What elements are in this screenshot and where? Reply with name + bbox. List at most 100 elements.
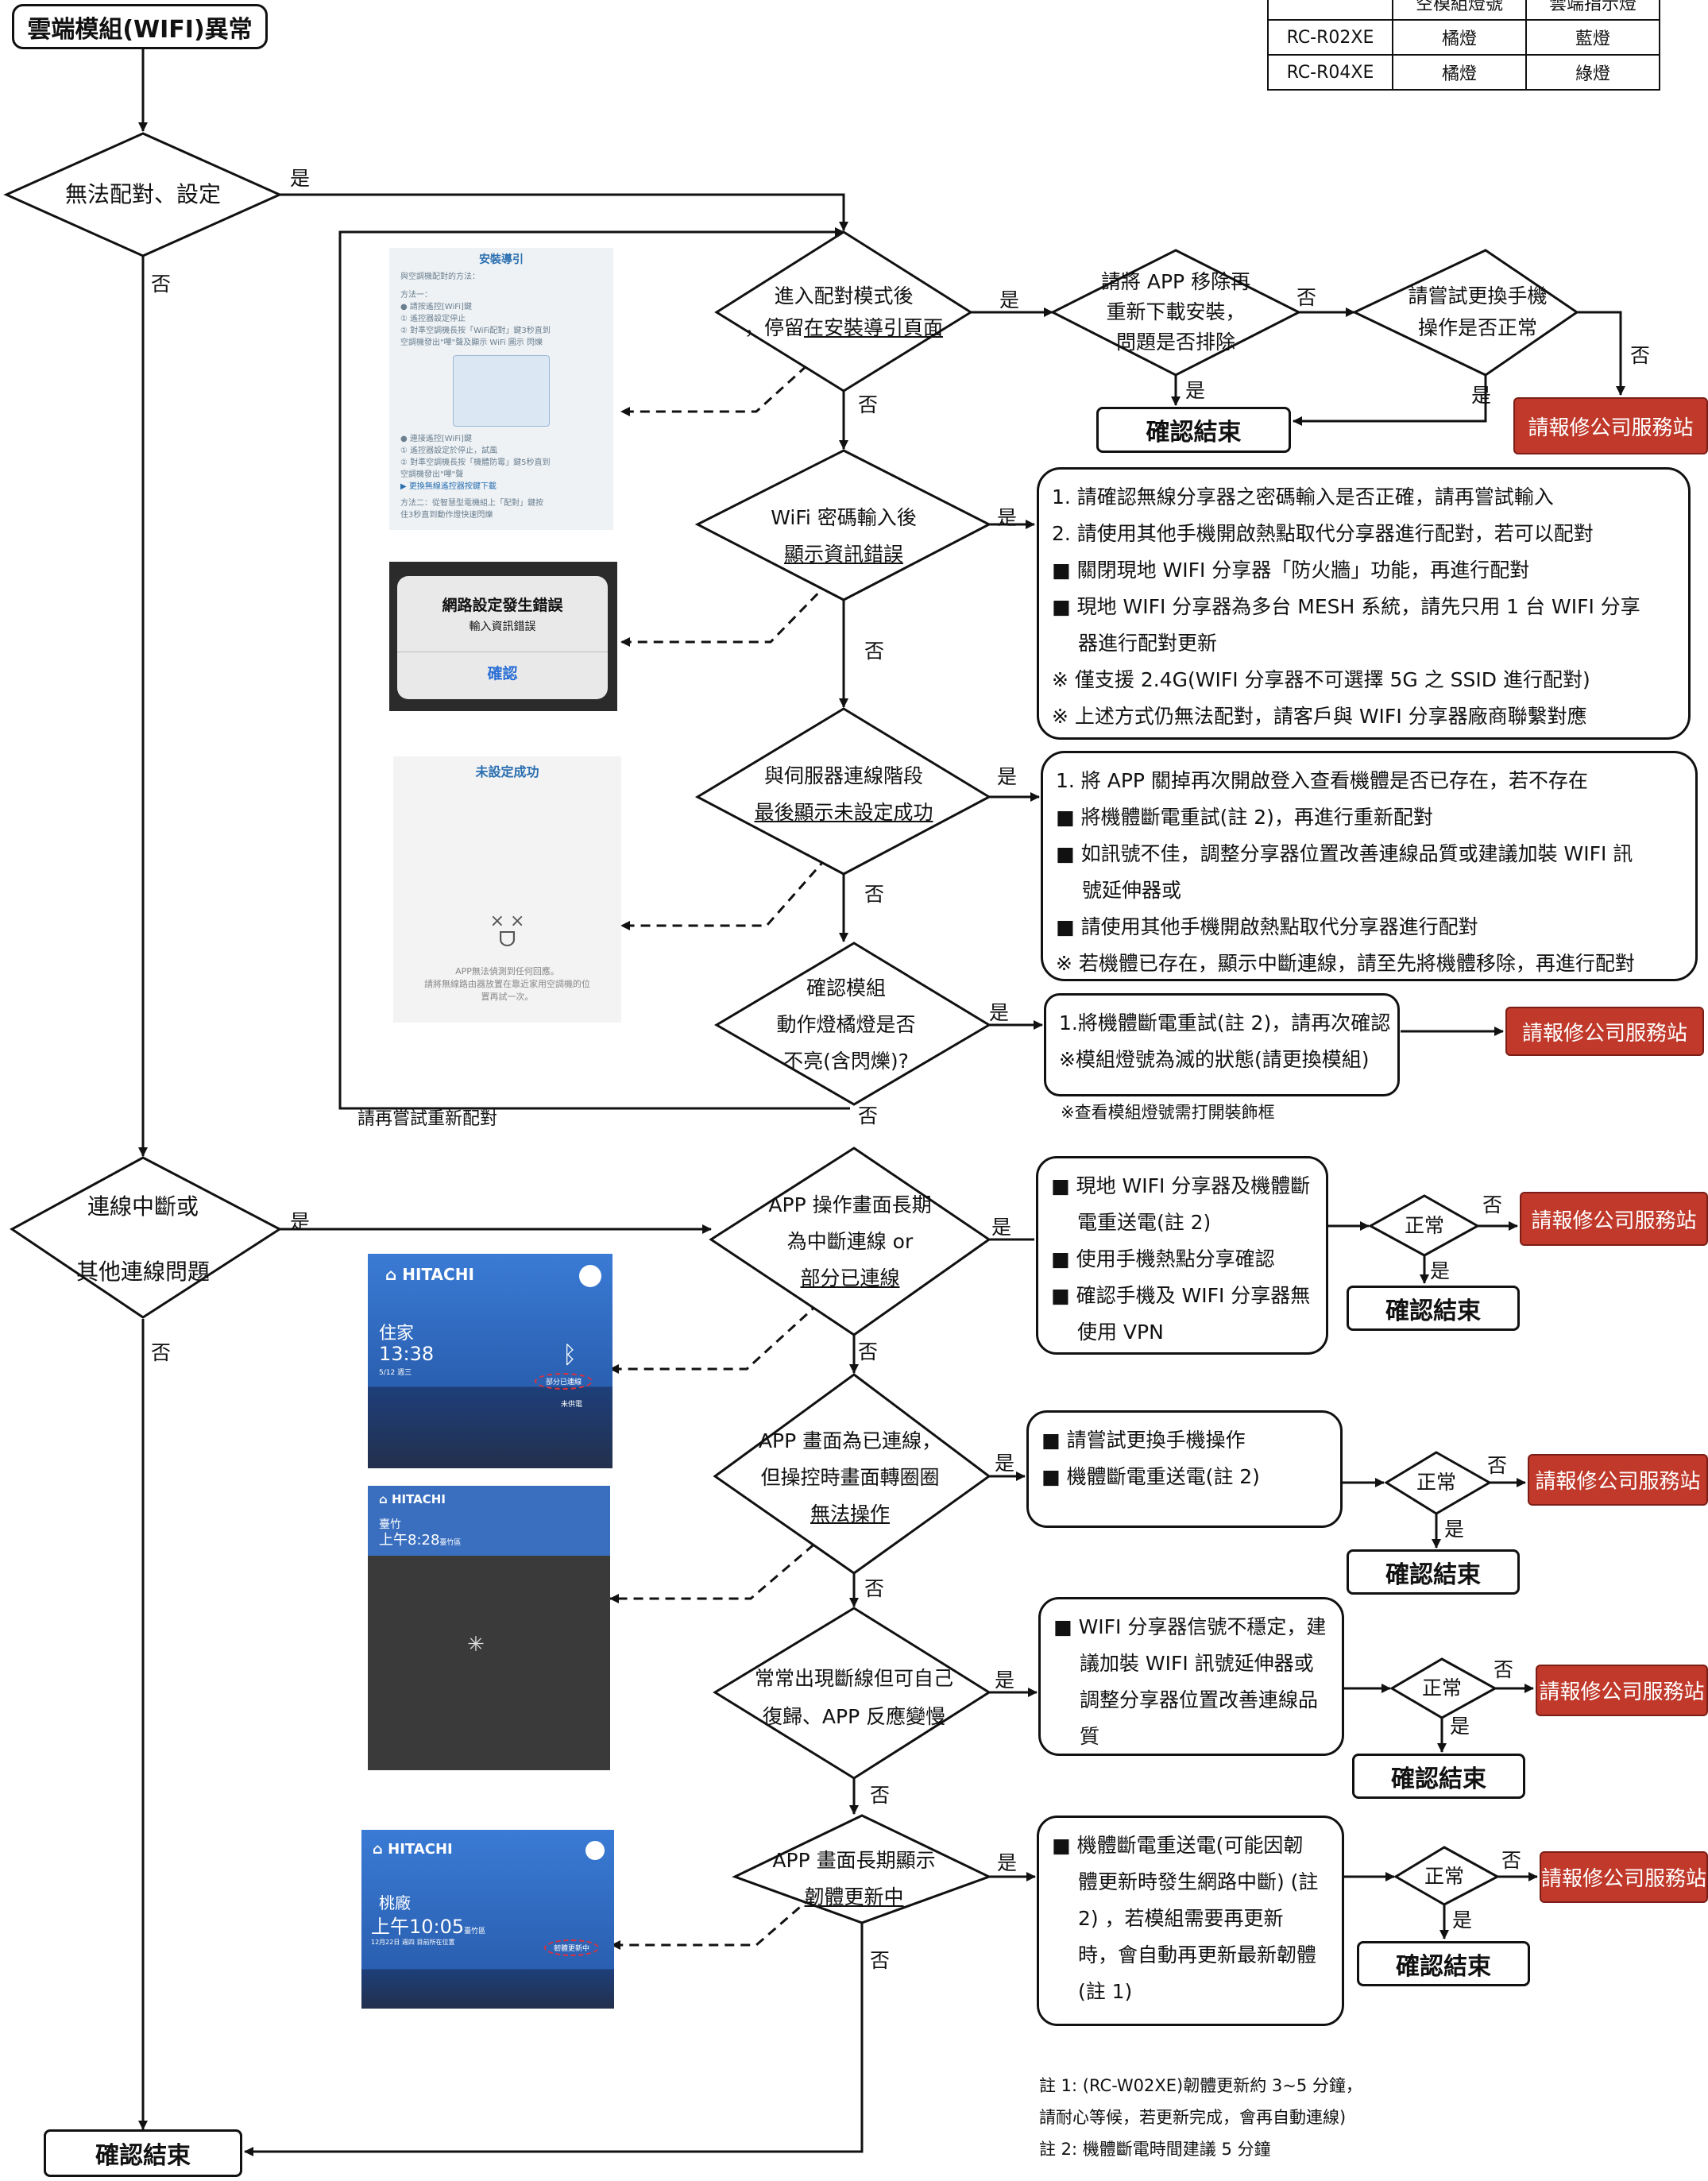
hitachi-logo: ⌂ HITACHI [385,1265,474,1284]
no-label: 否 [858,393,879,416]
yes-label: 是 [995,1452,1015,1475]
yes-label: 是 [1471,384,1492,407]
decision-firmware-update: APP 畫面長期顯示 韌體更新中 [772,1849,936,1908]
report-service-box: 請報修公司服務站 [1540,1851,1708,1903]
confirm-end-box: 確認結束 [1347,1286,1520,1331]
no-label: 否 [151,1341,172,1364]
decision-diamond [714,230,973,393]
confirm-button[interactable]: 確認 [487,665,518,683]
decision-diamond [709,1147,991,1336]
led-legend-table: 空模組燈號 雲端指示燈 RC-R02XE 橘燈 藍燈 RC-R04XE 橘燈 綠… [1267,0,1660,91]
decision-diamond [694,707,992,876]
network-error-screenshot: 網路設定發生錯誤 輸入資訊錯誤 確認 [389,562,617,711]
final-confirm-end-box: 確認結束 [44,2129,242,2177]
no-label: 否 [864,883,885,906]
report-service-box: 請報修公司服務站 [1520,1192,1708,1246]
no-label: 否 [864,1577,885,1600]
decision-app-disconnected: APP 操作畫面長期 為中斷連線 or 部分已連線 [768,1193,932,1290]
decision-module-led: 確認模組 動作燈橘燈是否 不亮(含閃爍)? [776,976,916,1073]
firmware-actions: ■ 機體斷電重送電(可能因韌 體更新時發生網路中斷) (註 2) ，若模組需要再… [1037,1816,1344,2026]
spinning-actions: ■ 請嘗試更換手機操作 ■ 機體斷電重送電(註 2) [1026,1410,1343,1528]
yes-label: 是 [989,1001,1010,1024]
app-firmware-updating-screenshot: ⌂ HITACHI 桃廠 上午10:05臺竹區 12月22日 週四 目前所在位置… [361,1830,614,2009]
decision-diamond [1389,1657,1498,1719]
no-label: 否 [1296,286,1317,309]
no-label: 否 [870,1949,891,1972]
no-label: 否 [1501,1849,1522,1872]
yes-label: 是 [997,506,1018,529]
no-label: 否 [858,1104,879,1127]
install-guide-screenshot: 安裝導引 與空調機配對的方法： 方法一： ● 請按遙控[WiFi]鍵 ① 遙控器… [389,248,613,530]
sad-face-icon: × × ᗜ [489,911,525,952]
decision-reinstall-app: 請將 APP 移除再 重新下載安裝， 問題是否排除 [1100,270,1251,354]
decision-diamond [1393,1846,1501,1906]
loading-spinner-icon: ✳ [467,1633,485,1657]
decision-normal: 正常 [1424,1865,1465,1888]
decision-diamond [1351,249,1579,377]
yes-label: 是 [290,167,311,190]
decision-diamond [10,1156,282,1319]
confirm-end-box: 確認結束 [1352,1754,1525,1799]
yes-label: 是 [290,1210,311,1233]
unstable-actions: ■ WIFI 分享器信號不穩定，建 議加裝 WIFI 訊號延伸器或 調整分享器位… [1038,1597,1344,1756]
yes-label: 是 [995,1669,1015,1692]
decision-normal: 正常 [1404,1214,1445,1237]
yes-label: 是 [991,1216,1012,1239]
confirm-end-box: 確認結束 [1347,1549,1520,1595]
decision-diamond [3,132,283,257]
decision-cannot-pair: 無法配對、設定 [64,181,222,207]
decision-diamond [1367,1194,1481,1257]
no-label: 否 [1487,1454,1508,1477]
decision-diamond [713,1607,991,1780]
decision-diamond [1049,249,1302,377]
decision-server-connect: 與伺服器連線階段 最後顯示未設定成功 [754,764,933,824]
app-spinning-screenshot: ⌂ HITACHI 臺竹 上午8:28臺竹區 ✳ [368,1486,610,1770]
hitachi-logo: ⌂ HITACHI [379,1492,446,1506]
decision-diamond [1384,1451,1493,1515]
confirm-end-box: 確認結束 [1096,407,1291,453]
server-connect-actions: 1. 將 APP 關掉再次開啟登入查看機體是否已存在，若不存在 ■ 將機體斷電重… [1041,751,1698,981]
yes-label: 是 [997,765,1018,788]
setup-failed-screenshot: 未設定成功 × × ᗜ APP無法偵測到任何回應。 請將無線路由器放置在靠近家用… [393,756,621,1023]
module-led-actions: 1.將機體斷電重試(註 2)，請再次確認 ※模組燈號為滅的狀態(請更換模組) [1044,993,1400,1096]
retry-pairing-label: 請再嘗試重新配對 [357,1109,498,1129]
remote-illustration [453,355,550,427]
yes-label: 是 [1444,1518,1465,1541]
yes-label: 是 [1430,1259,1451,1282]
decision-frequent-drop: 常常出現斷線但可自己 復歸、APP 反應變慢 [754,1667,954,1728]
report-service-box: 請報修公司服務站 [1505,1007,1704,1056]
decision-change-phone: 請嘗試更換手機 操作是否正常 [1408,284,1548,339]
decision-normal: 正常 [1416,1471,1457,1494]
confirm-end-box: 確認結束 [1357,1941,1530,1986]
table-row: RC-R04XE 橘燈 綠燈 [1267,54,1660,91]
no-label: 否 [864,640,885,663]
yes-label: 是 [997,1851,1018,1874]
calendar-icon[interactable] [585,1841,605,1860]
decision-diamond [714,942,991,1106]
yes-label: 是 [1185,379,1206,402]
no-label: 否 [858,1340,879,1363]
no-label: 否 [151,273,172,296]
hitachi-logo: ⌂ HITACHI [373,1841,453,1858]
no-label: 否 [1630,344,1651,367]
bluetooth-icon: ᛒ [562,1341,577,1369]
decision-normal: 正常 [1421,1676,1463,1700]
wifi-password-actions: 1. 請確認無線分享器之密碼輸入是否正確，請再嘗試輸入 2. 請使用其他手機開啟… [1037,467,1691,740]
decision-app-spinning: APP 畫面為已連線， 但操控時畫面轉圈圈 無法操作 [758,1429,942,1526]
calendar-icon[interactable] [579,1265,601,1287]
footnotes: 註 1: (RC-W02XE)韌體更新約 3~5 分鐘， 請耐心等候，若更新完成… [1039,2076,1362,2159]
led-note: ※查看模組燈號需打開裝飾框 [1061,1103,1275,1122]
no-label: 否 [1482,1193,1503,1216]
no-label: 否 [1494,1658,1514,1681]
yes-label: 是 [1452,1908,1473,1932]
decision-pairing-guide: 進入配對模式後 ，停留在安裝導引頁面 [744,284,944,339]
firmware-updating-badge: 韌體更新中 [544,1939,600,1956]
decision-disconnect: 連線中斷或 其他連線問題 [75,1193,211,1285]
no-label: 否 [870,1784,891,1807]
decision-diamond [732,1814,992,1924]
disconnect-actions: ■ 現地 WIFI 分享器及機體斷 電重送電(註 2) ■ 使用手機熱點分享確認… [1036,1156,1328,1355]
report-service-box: 請報修公司服務站 [1528,1454,1708,1506]
decision-wifi-password: WiFi 密碼輸入後 顯示資訊錯誤 [771,506,917,566]
yes-label: 是 [999,288,1020,311]
